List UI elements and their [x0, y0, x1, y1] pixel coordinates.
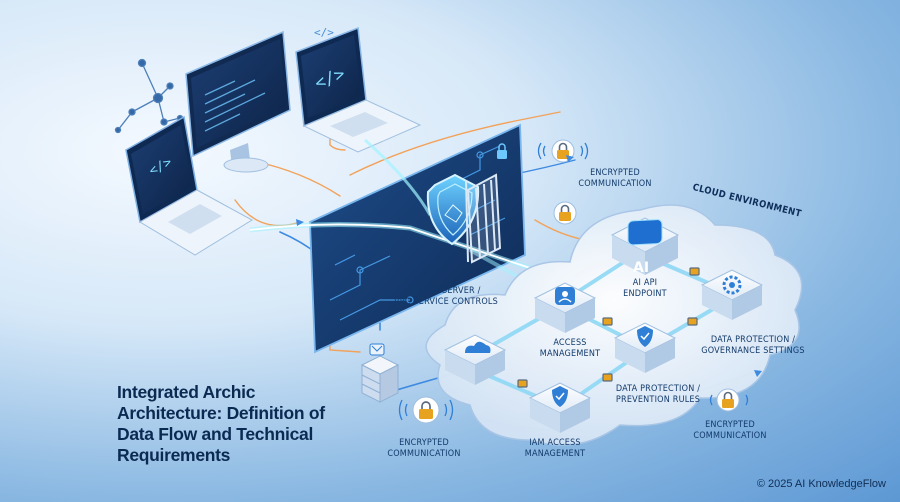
- code-icon: </>: [314, 26, 334, 39]
- gate-icon: [465, 173, 502, 264]
- shield-check-icon: [637, 326, 653, 347]
- label-ai-api-endpoint: AI API ENDPOINT: [623, 278, 667, 299]
- shield-check-icon: [552, 386, 568, 407]
- proxy-gateway-panel: [309, 123, 526, 354]
- gear-icon: [722, 275, 742, 295]
- lock-icon: [497, 150, 507, 159]
- copyright-notice: © 2025 AI KnowledgeFlow: [756, 478, 886, 490]
- laptop-left: </>: [125, 115, 253, 256]
- server-stack-icon: [360, 343, 400, 403]
- desktop-monitor: [185, 30, 291, 173]
- label-proxy-server: PROXY SERVER / VPC SERVICE CONTROLS: [394, 286, 498, 307]
- cube-governance: [700, 269, 764, 320]
- ai-badge: AI: [633, 260, 649, 276]
- label-encrypted-communication-bottom-right: ENCRYPTED COMMUNICATION: [693, 420, 767, 441]
- label-encrypted-communication-top: ENCRYPTED COMMUNICATION: [578, 168, 652, 189]
- cloud-icon: [465, 341, 491, 353]
- cube-ai-endpoint: AI: [610, 217, 680, 276]
- lock-icon: [553, 201, 577, 225]
- label-data-governance: DATA PROTECTION / GOVERNANCE SETTINGS: [701, 335, 805, 356]
- laptop-right: </>: [295, 26, 422, 153]
- cube-cloud-service: [443, 334, 507, 385]
- cube-prevention: [613, 322, 677, 373]
- cube-iam: [528, 382, 592, 433]
- network-nodes-decoration: [114, 58, 184, 134]
- flow-arrows: [296, 155, 762, 377]
- label-data-prevention: DATA PROTECTION / PREVENTION RULES: [615, 384, 701, 405]
- label-iam-access-management: IAM ACCESS MANAGEMENT: [524, 438, 586, 459]
- label-access-management: ACCESS MANAGEMENT: [539, 338, 601, 359]
- lock-icon: [537, 139, 589, 163]
- diagram-title: Integrated Archic Architecture: Definiti…: [117, 382, 325, 465]
- label-encrypted-communication-bottom-left: ENCRYPTED COMMUNICATION: [387, 438, 461, 459]
- lock-icon: [517, 267, 700, 388]
- cube-access-management: [533, 282, 597, 333]
- lock-icon: [709, 388, 749, 412]
- lock-icon: [398, 396, 454, 424]
